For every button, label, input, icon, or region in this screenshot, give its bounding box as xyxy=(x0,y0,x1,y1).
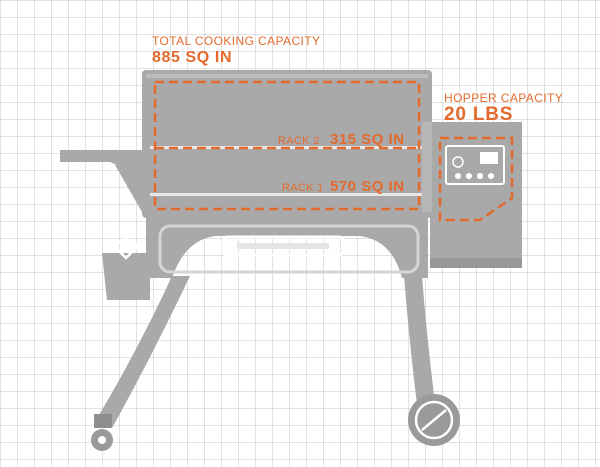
grease-bucket xyxy=(102,236,150,300)
cooking-capacity-value: 885 SQ IN xyxy=(152,49,233,66)
rack-1-label: RACK 1 xyxy=(282,182,324,194)
rack-2-value: 315 SQ IN xyxy=(330,131,405,148)
large-wheel xyxy=(408,394,460,446)
grill-front-panel xyxy=(158,224,420,274)
side-shelf xyxy=(60,150,150,212)
rack-2-label: RACK 2 xyxy=(278,135,320,147)
cooking-capacity-outline xyxy=(153,80,421,211)
front-handle xyxy=(221,235,345,257)
right-leg xyxy=(404,276,436,412)
hopper-capacity-value: 20 LBS xyxy=(444,104,514,125)
cooking-capacity-label: TOTAL COOKING CAPACITY xyxy=(152,34,321,48)
lid-top-edge xyxy=(146,74,428,78)
cooking-chamber xyxy=(142,70,432,218)
rack-1-value: 570 SQ IN xyxy=(330,178,405,195)
left-leg xyxy=(96,276,190,428)
caster-wheel xyxy=(91,414,113,451)
hopper xyxy=(422,122,522,268)
hopper-capacity-label: HOPPER CAPACITY xyxy=(444,91,564,105)
front-handle-bar xyxy=(237,243,329,249)
rack-1-rail xyxy=(150,193,428,196)
hopper-capacity-outline xyxy=(438,136,514,222)
grill-body xyxy=(146,218,428,278)
